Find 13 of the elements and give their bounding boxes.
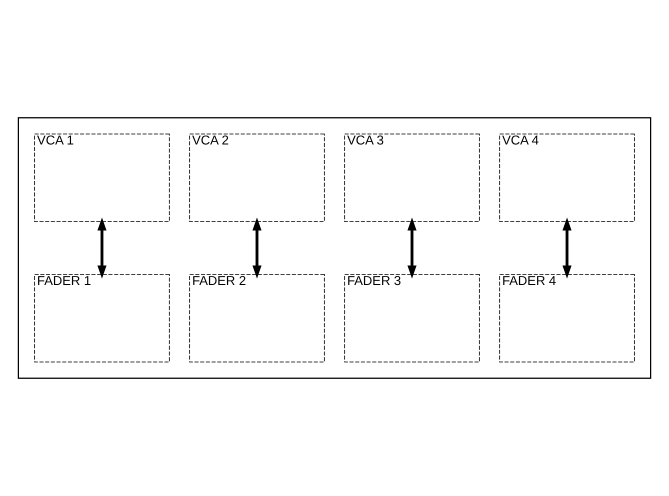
arrow <box>562 217 572 279</box>
node-box: VCA 3 <box>344 134 480 222</box>
node-box: VCA 4 <box>499 134 635 222</box>
node-box: FADER 4 <box>499 274 635 362</box>
node-box: VCA 1 <box>34 134 170 222</box>
node-box: FADER 1 <box>34 274 170 362</box>
node-box: FADER 3 <box>344 274 480 362</box>
arrow <box>252 217 262 279</box>
node-box: VCA 2 <box>189 134 325 222</box>
arrow <box>407 217 417 279</box>
cluster <box>18 117 652 379</box>
arrow <box>97 217 107 279</box>
node-box: FADER 2 <box>189 274 325 362</box>
